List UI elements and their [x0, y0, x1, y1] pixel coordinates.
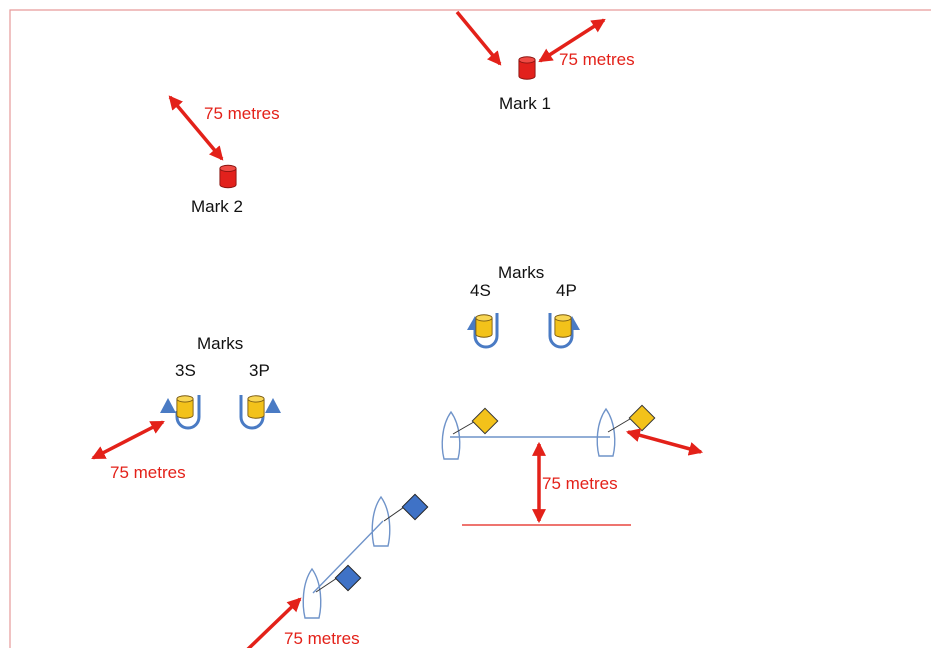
distance-arrow-mark1-left	[455, 10, 502, 66]
distance-label-mark2: 75 metres	[204, 104, 280, 123]
gate-4: Marks 4S 4P	[467, 263, 580, 349]
start-line-group: 75 metres	[441, 404, 704, 526]
committee-boat-icon	[596, 407, 616, 457]
gate-4-starboard-label: 4S	[470, 281, 491, 300]
mark-4p	[548, 313, 580, 349]
yellow-cylinder-buoy-icon	[554, 314, 572, 338]
yellow-flag-icon	[471, 407, 499, 435]
yellow-cylinder-buoy-icon	[176, 395, 194, 419]
gate-4-title: Marks	[498, 263, 544, 282]
distance-label-gate3: 75 metres	[110, 463, 186, 482]
gate-3-port-label: 3P	[249, 361, 270, 380]
gate-4-port-label: 4P	[556, 281, 577, 300]
finish-line-group: 75 metres	[246, 493, 429, 648]
mark-2-label: Mark 2	[191, 197, 243, 216]
gate-3: Marks 3S 3P 75 metres	[91, 334, 281, 482]
distance-label-finish: 75 metres	[284, 629, 360, 648]
yellow-cylinder-buoy-icon	[475, 314, 493, 338]
gate-3-title: Marks	[197, 334, 243, 353]
distance-label-start-line: 75 metres	[542, 474, 618, 493]
distance-arrow-gate3	[91, 420, 165, 460]
finish-line	[312, 520, 384, 594]
page-border	[9, 9, 931, 648]
committee-boat-icon	[441, 410, 461, 460]
mark-2: 75 metres Mark 2	[168, 95, 280, 216]
mark-3p	[239, 395, 281, 430]
rounding-arrow-icon	[239, 395, 265, 430]
rounding-arrow-icon	[473, 313, 499, 349]
distance-arrow-mark1-right	[538, 18, 606, 63]
yellow-cylinder-buoy-icon	[247, 395, 265, 419]
committee-boat-icon	[302, 567, 322, 619]
rounding-arrow-icon	[175, 395, 201, 430]
rounding-arrow-icon	[548, 313, 574, 349]
rounding-arrowhead	[160, 398, 176, 413]
red-cylinder-buoy-icon	[219, 164, 237, 189]
mark-3s	[160, 395, 201, 430]
distance-label-mark1: 75 metres	[559, 50, 635, 69]
mark-1: 75 metres Mark 1	[455, 10, 635, 113]
yellow-flag-icon	[628, 404, 656, 432]
distance-arrow-mark2	[168, 95, 224, 161]
gate-3-starboard-label: 3S	[175, 361, 196, 380]
mark-1-label: Mark 1	[499, 94, 551, 113]
blue-flag-icon	[334, 564, 362, 592]
committee-boat-icon	[371, 495, 391, 547]
red-cylinder-buoy-icon	[518, 56, 536, 80]
rounding-arrowhead	[265, 398, 281, 413]
blue-flag-icon	[401, 493, 429, 521]
distance-arrow-finish	[246, 597, 302, 648]
mark-4s	[467, 313, 499, 349]
distance-arrow-start-pin	[625, 428, 704, 456]
